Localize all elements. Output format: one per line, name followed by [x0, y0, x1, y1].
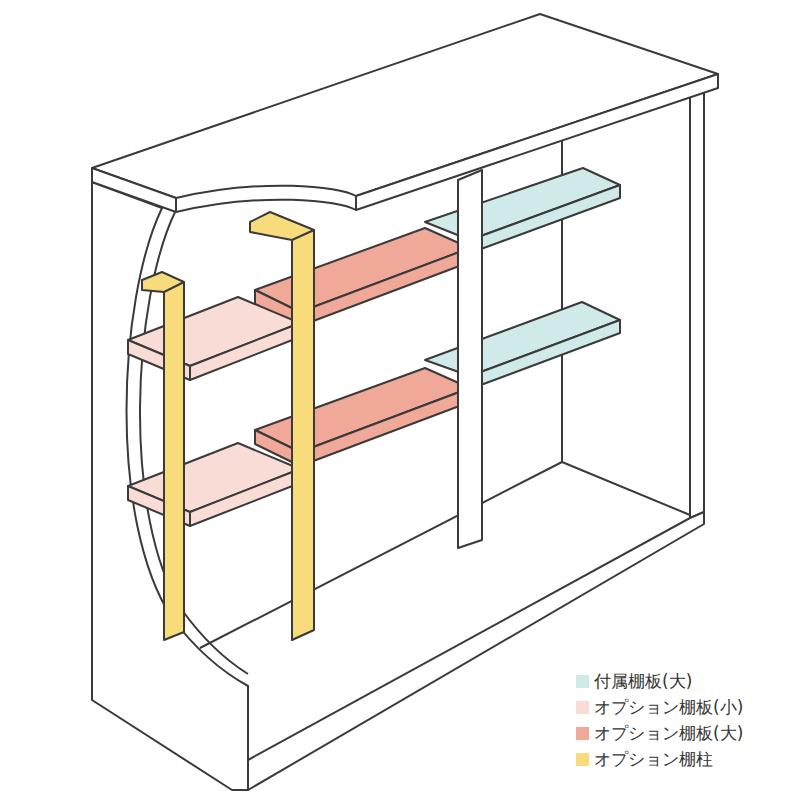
legend-text: 付属棚板(大) [594, 673, 692, 690]
legend-text: オプション棚板(小) [594, 699, 743, 716]
legend-text: オプション棚柱 [594, 751, 713, 768]
legend-swatch [576, 675, 589, 688]
legend-swatch [576, 753, 589, 766]
legend-swatch [576, 727, 589, 740]
legend: 付属棚板(大) オプション棚板(小) オプション棚板(大) オプション棚柱 [576, 668, 743, 772]
legend-row: オプション棚板(大) [576, 720, 743, 746]
legend-text: オプション棚板(大) [594, 725, 743, 742]
legend-row: 付属棚板(大) [576, 668, 743, 694]
legend-row: オプション棚板(小) [576, 694, 743, 720]
legend-row: オプション棚柱 [576, 746, 743, 772]
legend-swatch [576, 701, 589, 714]
